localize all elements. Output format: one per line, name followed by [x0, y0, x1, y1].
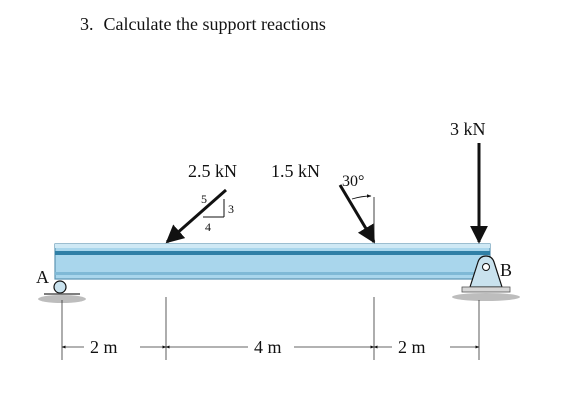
- load-3kn-label: 3 kN: [450, 119, 486, 139]
- problem-number: 3.: [80, 14, 94, 34]
- load-2-5kn-arrow: [165, 188, 227, 244]
- problem-text: Calculate the support reactions: [103, 14, 326, 34]
- slope-hyp-label: 5: [201, 192, 207, 206]
- angle-arc: [351, 194, 372, 200]
- slope-horiz-label: 4: [205, 220, 211, 234]
- problem-title: 3. Calculate the support reactions: [80, 14, 326, 35]
- support-b-label: B: [500, 260, 512, 280]
- load-1-5kn-label: 1.5 kN: [271, 161, 320, 181]
- pin-support-b: [452, 255, 520, 301]
- dimension-1-label: 2 m: [90, 337, 118, 357]
- dimension-3-label: 2 m: [398, 337, 426, 357]
- load-2-5kn-label: 2.5 kN: [188, 161, 237, 181]
- load-1-5kn-arrow: [338, 184, 376, 244]
- slope-vert-label: 3: [228, 202, 234, 216]
- support-a-label: A: [36, 267, 49, 287]
- beam: [54, 243, 491, 280]
- dimension-2-label: 4 m: [254, 337, 282, 357]
- roller-support-a: [38, 280, 86, 303]
- slope-triangle: [203, 199, 225, 218]
- dimension-extension-lines: [61, 297, 480, 360]
- angle-label: 30°: [342, 173, 364, 190]
